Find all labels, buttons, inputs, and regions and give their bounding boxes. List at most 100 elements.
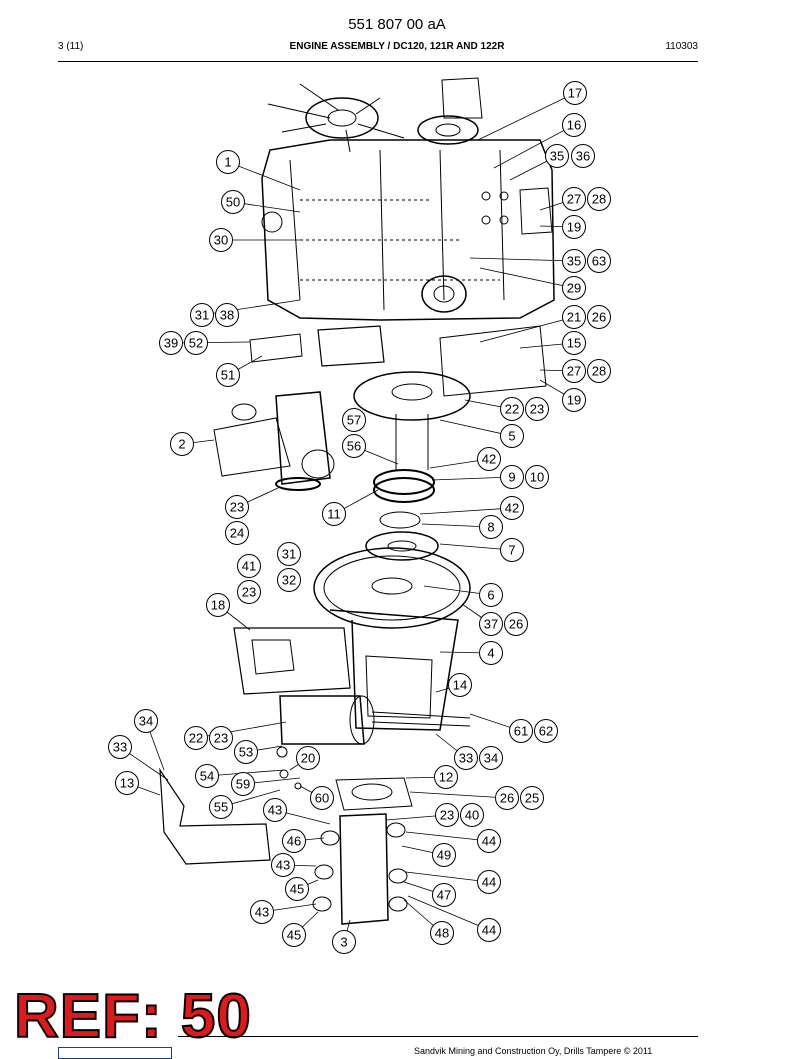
callout-number: 43 [255,905,269,920]
callout-35: 35 [562,249,586,273]
callout-21: 21 [562,305,586,329]
callout-40: 40 [460,803,484,827]
callout-number: 15 [567,336,581,351]
callout-number: 32 [282,573,296,588]
leader-line [469,257,575,262]
callout-number: 53 [239,745,253,760]
callout-circle [500,424,524,448]
callout-number: 10 [530,470,544,485]
callout-circle [435,803,459,827]
callout-number: 35 [567,254,581,269]
callout-28: 28 [587,187,611,211]
callout-circle [434,765,458,789]
callout-number: 49 [437,848,451,863]
callout-number: 17 [568,86,582,101]
callout-circle [545,144,569,168]
callout-51: 51 [216,363,240,387]
callout-23: 23 [209,726,233,750]
callout-circle [225,521,249,545]
leader-line [479,316,575,343]
callout-circle [562,359,586,383]
callout-circle [216,363,240,387]
callout-19: 19 [562,388,586,412]
leader-line [439,419,513,437]
callout-57: 57 [342,408,366,432]
callout-circle [237,580,261,604]
callout-circle [479,641,503,665]
callout-number: 42 [482,452,496,467]
callout-circle [477,918,501,942]
callout-number: 38 [220,308,234,323]
callout-22: 22 [500,397,524,421]
callout-number: 28 [592,364,606,379]
callout-circle [216,150,240,174]
callout-38: 38 [215,303,239,327]
callout-12: 12 [434,765,458,789]
callout-circle [342,408,366,432]
callout-number: 27 [567,364,581,379]
callout-circle [277,568,301,592]
callout-circle [562,187,586,211]
callout-circle [500,465,524,489]
callout-circle [479,746,503,770]
callout-circle [477,447,501,471]
callout-circle [271,853,295,877]
callout-number: 5 [508,429,515,444]
callout-47: 47 [432,883,456,907]
callout-30: 30 [209,228,233,252]
callout-1: 1 [216,150,240,174]
callout-number: 34 [484,751,498,766]
callout-circle [184,726,208,750]
callout-23: 23 [225,495,249,519]
callout-circle [525,397,549,421]
callout-circle [250,900,274,924]
callout-number: 45 [287,928,301,943]
callout-circle [587,359,611,383]
callout-circle [500,397,524,421]
callout-24: 24 [225,521,249,545]
callout-circle [430,921,454,945]
callout-circle [310,786,334,810]
callout-number: 30 [214,233,228,248]
callout-9: 9 [500,465,524,489]
callout-circle [454,746,478,770]
callout-number: 50 [226,195,240,210]
callout-37: 37 [479,612,503,636]
callout-15: 15 [562,331,586,355]
callout-18: 18 [206,593,230,617]
callout-number: 42 [505,501,519,516]
callout-26: 26 [504,612,528,636]
callout-number: 55 [214,800,228,815]
callout-35: 35 [545,144,569,168]
callout-circle [534,719,558,743]
callout-number: 43 [268,803,282,818]
callout-2: 2 [170,432,194,456]
callout-circle [234,740,258,764]
callout-34: 34 [134,709,158,733]
callout-circle [525,465,549,489]
callout-42: 42 [477,447,501,471]
callout-circle [520,786,544,810]
callout-number: 54 [200,769,214,784]
callout-number: 19 [567,220,581,235]
callout-circle [563,81,587,105]
callout-number: 9 [508,470,515,485]
callout-number: 23 [440,808,454,823]
callout-circle [221,190,245,214]
callout-circle [108,735,132,759]
callout-circle [477,829,501,853]
callout-31: 31 [190,303,214,327]
callout-60: 60 [310,786,334,810]
callout-number: 52 [189,336,203,351]
callout-circle [209,726,233,750]
callout-number: 13 [120,776,134,791]
callout-number: 36 [576,149,590,164]
callout-number: 12 [439,770,453,785]
callout-number: 33 [459,751,473,766]
callout-36: 36 [571,144,595,168]
callout-circle [322,502,346,526]
callout-circle [263,798,287,822]
callout-number: 11 [327,507,341,522]
callout-6: 6 [479,583,503,607]
